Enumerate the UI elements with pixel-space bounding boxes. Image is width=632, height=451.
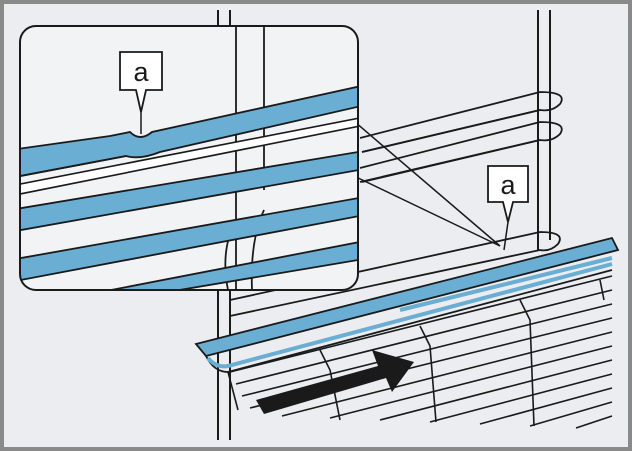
zoom-leader-lines	[347, 115, 501, 247]
arrow-right-icon	[256, 350, 414, 414]
rack-frame-outer	[194, 236, 620, 358]
callout-main-label: a	[500, 170, 516, 200]
rack-frame-inner-blue	[206, 262, 613, 369]
rack-back-frame	[399, 256, 613, 312]
callout-detail-label: a	[133, 57, 149, 87]
shelf-support-rails	[229, 91, 563, 317]
wire-rack	[194, 236, 620, 429]
inset-rail-notched	[20, 82, 358, 180]
callout-detail: a	[119, 51, 163, 134]
detail-inset	[19, 25, 359, 291]
rack-cross-wires	[227, 279, 605, 427]
callout-main: a	[487, 165, 529, 251]
